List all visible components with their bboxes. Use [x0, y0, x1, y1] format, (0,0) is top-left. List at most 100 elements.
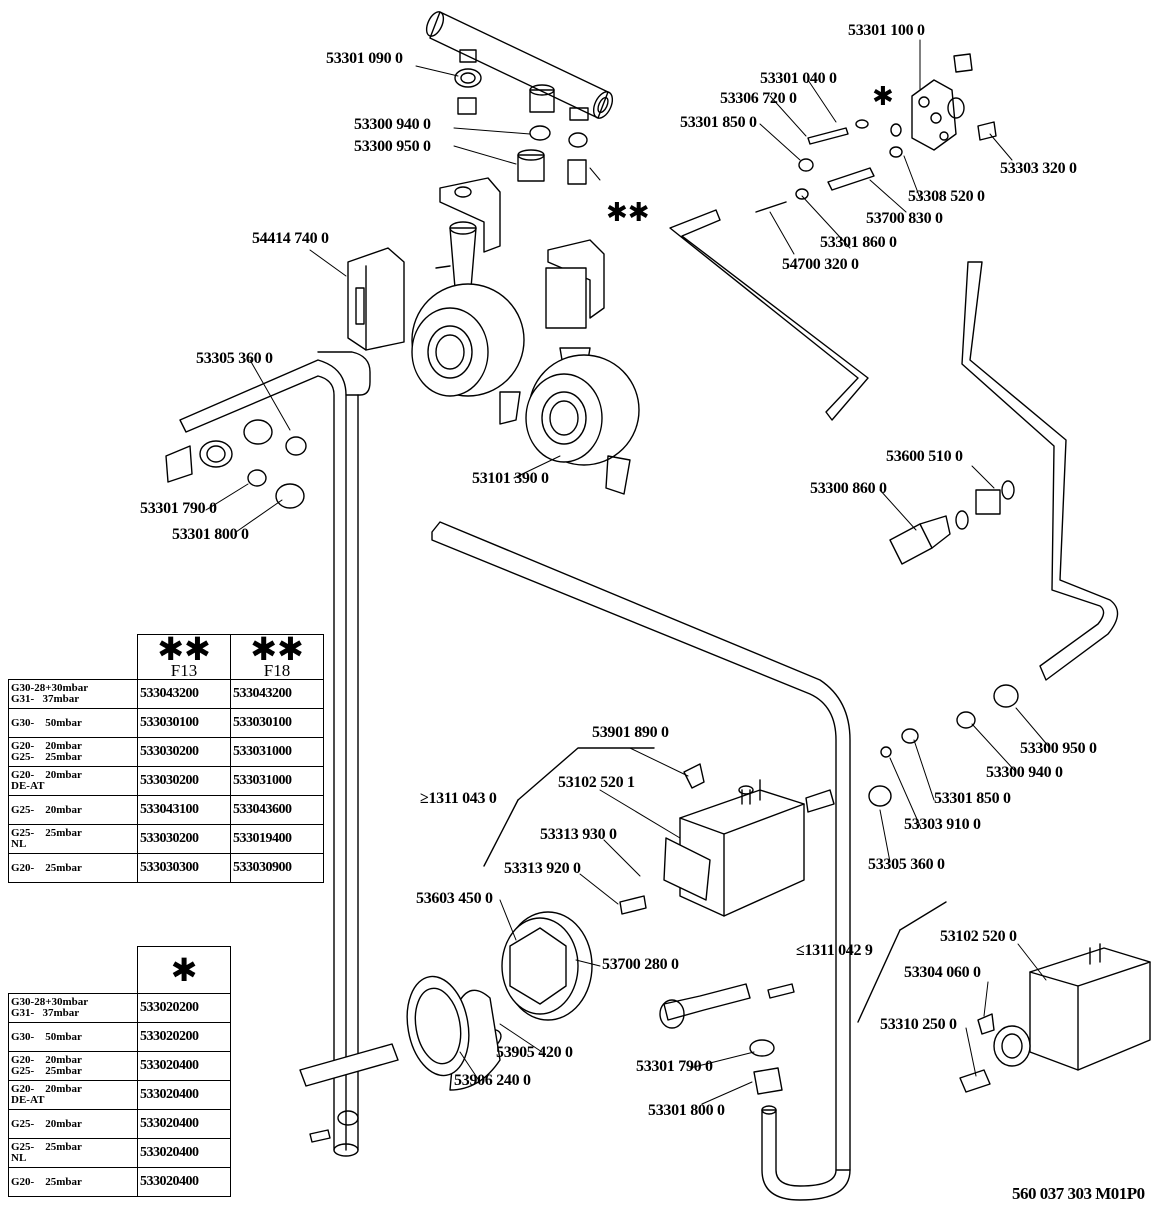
part-number-label: 53700 280 0	[602, 956, 679, 973]
gas-type-cell: G30- 50mbar	[8, 708, 138, 738]
gas-type-line: G30-28+30mbar	[11, 996, 89, 1008]
part-number-label: 53301 850 0	[680, 114, 757, 131]
code-cell: 533020400	[137, 1109, 231, 1139]
single-star-icon: ✱	[170, 951, 198, 989]
star-marker-single: ✱	[872, 82, 894, 112]
bracket-54414	[347, 247, 405, 351]
part-number-label: 53101 390 0	[472, 470, 549, 487]
gas-type-line: G30- 50mbar	[11, 716, 82, 729]
tube-middle	[431, 521, 851, 1201]
code-cell: 533020400	[137, 1167, 231, 1197]
f13-code-cell: 533030200	[137, 824, 231, 854]
fittings-top	[454, 68, 588, 185]
gas-type-line: NL	[11, 838, 27, 850]
table-row: G30- 50mbar 533020200	[8, 1022, 231, 1052]
part-number-label: 53102 520 0	[940, 928, 1017, 945]
gas-type-line: G31- 37mbar	[11, 693, 80, 705]
gas-type-line: DE-AT	[11, 1094, 45, 1106]
gas-type-cell: G20- 25mbar	[8, 853, 138, 883]
gas-type-line: G31- 37mbar	[11, 1007, 80, 1019]
gas-type-line: G25- 20mbar	[11, 1117, 82, 1130]
temperature-dial	[406, 975, 470, 1077]
part-number-label: 53301 090 0	[326, 50, 403, 67]
part-number-label: 53301 800 0	[172, 526, 249, 543]
gas-type-line: G25- 25mbar	[11, 1065, 82, 1077]
part-number-label: 53300 950 0	[1020, 740, 1097, 757]
f13-code-cell: 533030300	[137, 853, 231, 883]
version-label-gte: ≥1311 043 0	[420, 790, 497, 807]
part-number-label: 53301 790 0	[140, 500, 217, 517]
gas-type-line: G20- 25mbar	[11, 1175, 82, 1188]
table-corner	[8, 946, 138, 994]
gas-type-cell: G30- 50mbar	[8, 1022, 138, 1052]
part-number-label: 53301 800 0	[648, 1102, 725, 1119]
f13-code-cell: 533043200	[137, 679, 231, 709]
part-number-label: 53310 250 0	[880, 1016, 957, 1033]
part-number-label: 53906 240 0	[454, 1072, 531, 1089]
gas-type-line: G20- 20mbar	[11, 769, 82, 781]
part-number-label: 53300 940 0	[986, 764, 1063, 781]
f18-code-cell: 533030900	[230, 853, 324, 883]
burner-assembly-1	[411, 177, 525, 425]
part-number-label: 53300 940 0	[354, 116, 431, 133]
code-cell: 533020200	[137, 1022, 231, 1052]
gas-type-line: DE-AT	[11, 780, 45, 792]
table-corner	[8, 634, 138, 680]
part-number-label: 53300 860 0	[810, 480, 887, 497]
gas-type-line: G20- 20mbar	[11, 1054, 82, 1066]
part-number-label: 53905 420 0	[496, 1044, 573, 1061]
part-number-label: 53306 720 0	[720, 90, 797, 107]
leader-lines	[205, 39, 1051, 1105]
double-star-icon: ✱✱	[157, 630, 211, 668]
gas-type-line: G25- 25mbar	[11, 827, 82, 839]
drawing-reference: 560 037 303 M01P0	[1012, 1184, 1145, 1203]
gas-type-line: G30-28+30mbar	[11, 682, 89, 694]
f13-code-cell: 533030200	[137, 737, 231, 767]
gas-type-line: G20- 20mbar	[11, 740, 82, 752]
gas-type-line: NL	[11, 1152, 27, 1164]
thermocouple	[659, 983, 795, 1095]
part-number-label: 53308 520 0	[908, 188, 985, 205]
version-label-lte: ≤1311 042 9	[796, 942, 873, 959]
gas-type-line: G25- 25mbar	[11, 751, 82, 763]
f18-code-cell: 533030100	[230, 708, 324, 738]
part-number-label: 53313 930 0	[540, 826, 617, 843]
thermocouple-parts	[755, 53, 997, 213]
gas-type-line: G30- 50mbar	[11, 1030, 82, 1043]
part-number-label: 53901 890 0	[592, 724, 669, 741]
part-number-label: 53304 060 0	[904, 964, 981, 981]
part-number-label: 53301 850 0	[934, 790, 1011, 807]
f18-code-cell: 533043600	[230, 795, 324, 825]
gas-type-line: G20- 20mbar	[11, 1083, 82, 1095]
injector-parts	[868, 480, 1019, 807]
part-number-label: 54700 320 0	[782, 256, 859, 273]
gas-type-cell: G25- 20mbar	[8, 1109, 138, 1139]
version-brackets	[483, 747, 947, 1023]
gas-type-cell: G25- 20mbar	[8, 795, 138, 825]
table-row: G20- 25mbar 533020400	[8, 1167, 231, 1197]
part-number-label: 53700 830 0	[866, 210, 943, 227]
f18-code-cell: 533031000	[230, 737, 324, 767]
code-cell: 533020200	[137, 993, 231, 1023]
table-row: G25- 20mbar 533020400	[8, 1109, 231, 1139]
double-star-icon: ✱✱	[250, 630, 304, 668]
code-cell: 533020400	[137, 1080, 231, 1110]
part-number-label: 53303 910 0	[904, 816, 981, 833]
